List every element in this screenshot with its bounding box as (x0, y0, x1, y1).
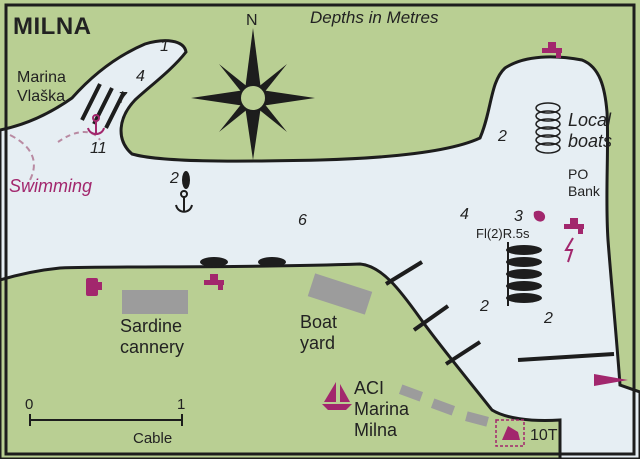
aci-breakwater (398, 384, 489, 427)
depth-sounding: 7 (118, 90, 127, 107)
depth-sounding: 1 (160, 38, 169, 55)
marina-vlaska-dashed-line (57, 131, 101, 143)
depth-sounding: 6 (298, 212, 307, 229)
scale-end-label: 1 (177, 396, 186, 413)
moored-boats (200, 242, 542, 306)
map-title: MILNA (13, 13, 92, 40)
north-label: N (246, 12, 258, 29)
aci-label: ACI (354, 378, 385, 398)
sardine-cannery-building (122, 290, 188, 314)
power-icon (564, 237, 574, 263)
depth-sounding: 2 (544, 310, 553, 327)
flag-icon (594, 374, 628, 386)
depth-sounding: 11 (90, 140, 107, 157)
crane-capacity-label: 10T (530, 427, 558, 444)
marina-vlaska-line-2: Vlaška (17, 88, 66, 105)
boat-yard-label: Boat yard (300, 312, 337, 354)
sardine-cannery-label: Sardine cannery (120, 316, 184, 358)
fuel-pump-icon (86, 278, 102, 296)
water-tap-icon (564, 218, 584, 234)
depth-sounding: 3 (514, 208, 523, 225)
local-boats-line-2: boats (568, 131, 613, 151)
water-tap-icon (542, 42, 562, 58)
bank-label: Bank (568, 183, 600, 199)
buoy-icon (182, 171, 190, 189)
scale-unit-label: Cable (133, 430, 173, 447)
sardine-label: Sardine (120, 316, 183, 336)
water-tap-icon (204, 274, 224, 290)
local-boats-line-1: Local (568, 110, 612, 130)
depth-sounding: 2 (170, 170, 179, 187)
depth-legend: Depths in Metres (310, 8, 439, 27)
scale-bar (29, 414, 183, 426)
aci-marina-label: ACI Marina Milna (354, 378, 409, 441)
milna-label: Milna (354, 420, 398, 440)
marina-vlaska-piers (80, 83, 126, 129)
depth-sounding: 4 (460, 206, 469, 223)
depth-sounding: 4 (136, 68, 145, 85)
yard-label: yard (300, 333, 336, 353)
light-characteristic-label: Fl(2)R.5s (476, 226, 530, 241)
compass-rose-icon (191, 28, 315, 160)
crane-icon (495, 419, 525, 447)
po-label: PO (568, 166, 589, 182)
local-boats-moorings (535, 102, 561, 154)
marina-vlaska-line-1: Marina (17, 69, 66, 86)
po-bank-label: PO Bank (568, 166, 600, 200)
swimming-area-line (9, 134, 35, 181)
depth-sounding: 2 (498, 128, 507, 145)
harbour-pontoons (384, 260, 615, 366)
sailboat-icon (322, 382, 352, 410)
anchor-icon (175, 190, 193, 213)
scale-start-label: 0 (25, 396, 34, 413)
boat-yard-building (307, 273, 373, 315)
lighthouse-icon (533, 210, 546, 222)
cannery-label: cannery (120, 337, 185, 357)
marina-label: Marina (354, 399, 410, 419)
map-frame (4, 3, 636, 456)
depth-sounding: 2 (480, 298, 489, 315)
local-boats-label: Local boats (568, 110, 612, 152)
swimming-label: Swimming (9, 176, 93, 196)
boat-label: Boat (300, 312, 338, 332)
anchor-icon (87, 114, 105, 135)
marina-vlaska-label: Marina Vlaška (17, 68, 66, 106)
